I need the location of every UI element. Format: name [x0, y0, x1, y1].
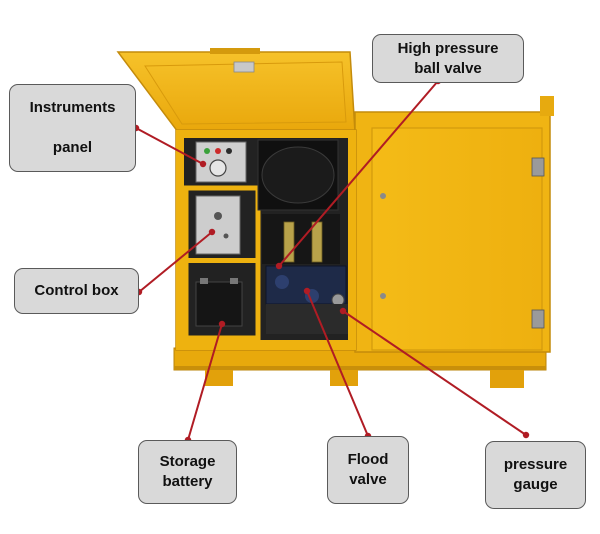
leader-pressure-gauge — [342, 310, 527, 436]
instruments-panel-device — [195, 141, 247, 183]
label-high-pressure-ball-valve-line1: High pressure — [397, 39, 499, 57]
label-storage-battery: Storage battery — [138, 440, 237, 504]
right-enclosure — [354, 96, 554, 353]
leader-flood-valve — [306, 290, 369, 437]
valve-block — [265, 221, 348, 334]
label-pressure-gauge-line1: pressure — [503, 456, 568, 473]
label-pressure-gauge: pressure gauge — [485, 441, 586, 509]
base-skid — [173, 347, 547, 388]
label-storage-battery-line1: Storage — [159, 453, 216, 470]
open-lid — [116, 48, 356, 133]
engine-reel — [257, 139, 340, 264]
leader-control-box — [138, 231, 213, 293]
leader-lines — [135, 80, 527, 441]
battery-device — [195, 278, 243, 327]
leader-high-pressure-ball-valve — [278, 80, 439, 267]
label-control-box: Control box — [14, 268, 139, 314]
label-flood-valve: Flood valve — [327, 436, 409, 504]
label-control-box-line1: Control box — [34, 282, 119, 299]
label-instruments-panel-line2: panel — [52, 139, 93, 156]
control-box-device — [195, 195, 241, 255]
label-flood-valve-line1: Flood — [347, 451, 389, 468]
label-pressure-gauge-line2: gauge — [513, 476, 558, 493]
label-high-pressure-ball-valve: High pressure ball valve — [372, 34, 524, 83]
leader-instruments-panel — [135, 127, 204, 165]
label-high-pressure-ball-valve-line2: ball valve — [414, 59, 482, 77]
label-instruments-panel: Instruments panel — [9, 84, 136, 172]
leader-storage-battery — [187, 323, 223, 441]
label-instruments-panel-line1: Instruments — [29, 99, 116, 116]
label-flood-valve-line2: valve — [349, 471, 387, 488]
label-storage-battery-line2: battery — [162, 473, 213, 490]
